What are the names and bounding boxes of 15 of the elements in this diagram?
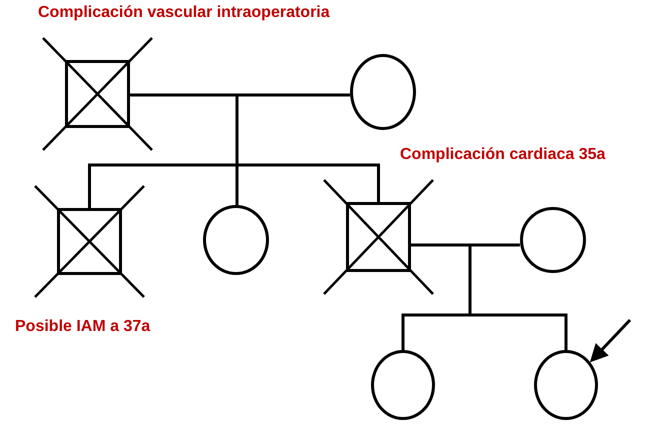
female-circle	[520, 207, 586, 273]
female-circle	[534, 350, 598, 420]
annotation-text: Posible IAM a 37a	[15, 318, 150, 336]
male-square	[65, 60, 130, 128]
pedigree-line	[130, 94, 350, 96]
annotation-text: Complicación vascular intraoperatoria	[38, 4, 330, 22]
female-circle	[371, 350, 435, 420]
male-square	[346, 202, 411, 272]
pedigree-line	[88, 94, 238, 208]
annotation-text: Complicación cardiaca 35a	[400, 146, 606, 164]
female-circle	[203, 205, 269, 275]
proband-arrow	[590, 318, 632, 362]
male-square	[57, 208, 122, 275]
pedigree-line	[402, 244, 472, 350]
female-circle	[350, 54, 416, 130]
